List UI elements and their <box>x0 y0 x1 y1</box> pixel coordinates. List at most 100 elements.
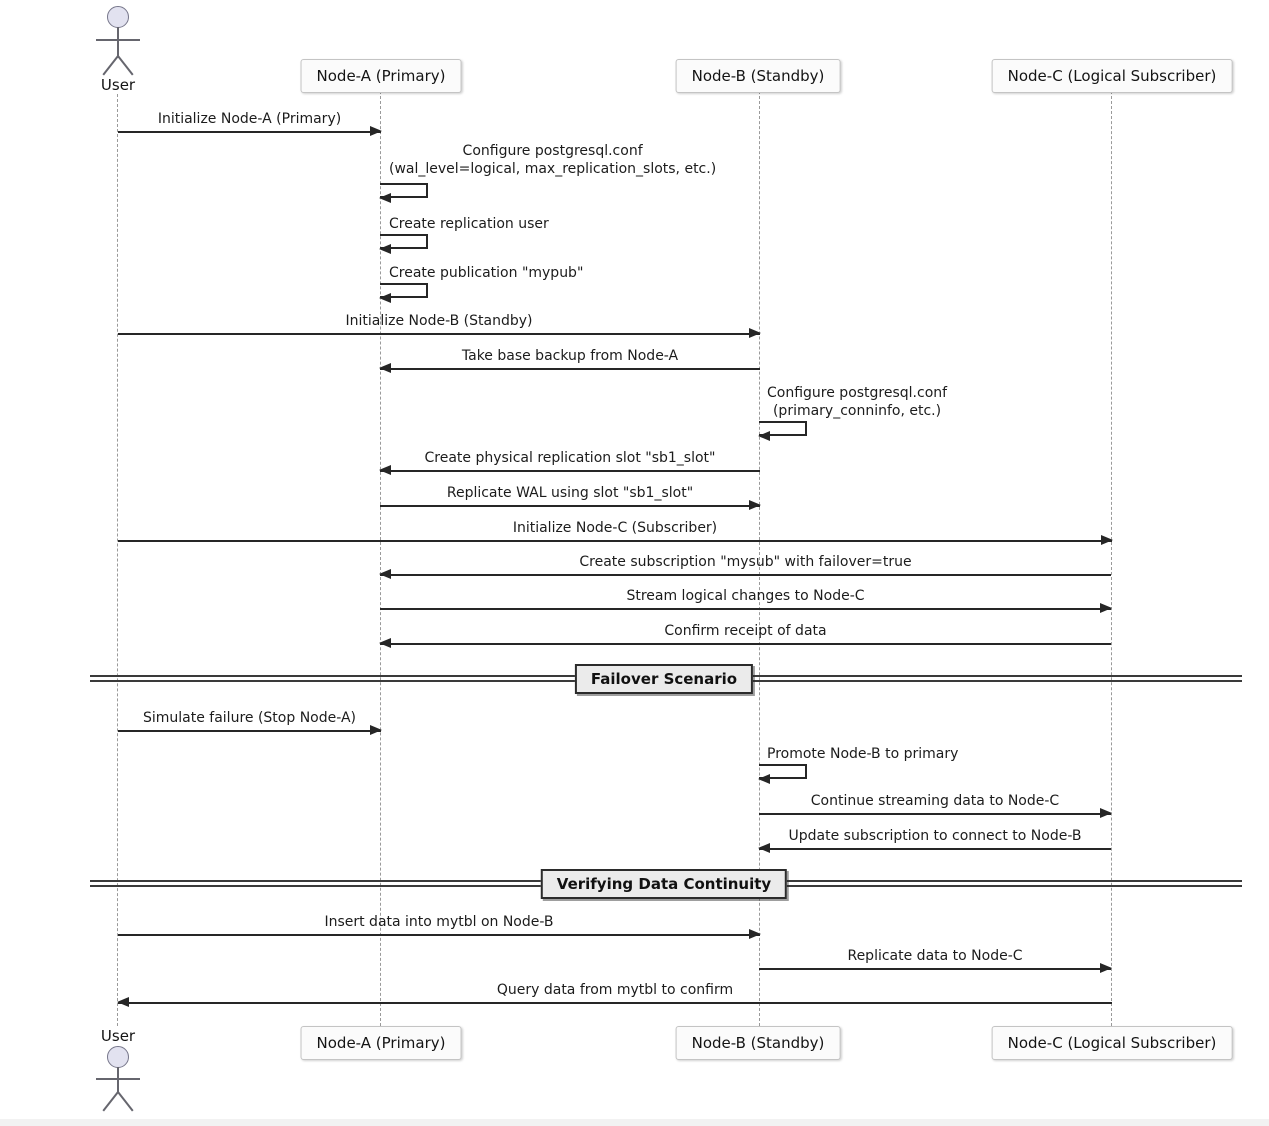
message-create-subscription: Create subscription "mysub" with failove… <box>379 554 1111 579</box>
message-label: Stream logical changes to Node-C <box>626 588 865 604</box>
lifeline-user <box>117 94 118 1026</box>
message-initialize-node-b: Initialize Node-B (Standby) <box>118 313 761 338</box>
message-arrow <box>118 328 761 338</box>
participant-node-a-top: Node-A (Primary) <box>300 59 462 93</box>
message-stream-logical-changes: Stream logical changes to Node-C <box>380 588 1112 613</box>
message-arrow <box>759 963 1112 973</box>
arrowhead-left-icon <box>758 843 770 853</box>
message-label: Continue streaming data to Node-C <box>810 793 1060 809</box>
actor-label-user-bottom: User <box>100 1027 136 1045</box>
arrowhead-left-icon <box>379 193 391 203</box>
arrowhead-right-icon <box>749 929 761 939</box>
participant-node-b-bottom: Node-B (Standby) <box>675 1026 841 1060</box>
message-label: Initialize Node-C (Subscriber) <box>512 520 718 536</box>
divider-failover-scenario: Failover Scenario <box>574 664 754 694</box>
message-label: Create replication user <box>389 216 549 232</box>
arrowhead-right-icon <box>1100 808 1112 818</box>
actor-icon <box>96 39 140 41</box>
message-label: Promote Node-B to primary <box>767 746 959 762</box>
participant-node-c-top: Node-C (Logical Subscriber) <box>991 59 1233 93</box>
message-label: Update subscription to connect to Node-B <box>788 828 1082 844</box>
message-label: Create subscription "mysub" with failove… <box>579 554 912 570</box>
arrowhead-left-icon <box>379 363 391 373</box>
arrowhead-left-icon <box>379 569 391 579</box>
actor-icon <box>102 55 119 76</box>
arrowhead-right-icon <box>370 725 382 735</box>
message-arrow <box>118 126 382 136</box>
message-insert-data: Insert data into mytbl on Node-B <box>118 914 761 939</box>
self-message-arrow <box>379 234 428 254</box>
message-arrow <box>118 929 761 939</box>
actor-icon <box>102 1091 119 1112</box>
participant-node-b-top: Node-B (Standby) <box>675 59 841 93</box>
actor-icon <box>117 1067 119 1093</box>
arrowhead-right-icon <box>370 126 382 136</box>
arrowhead-left-icon <box>758 431 770 441</box>
arrowhead-right-icon <box>749 328 761 338</box>
arrowhead-left-icon <box>379 638 391 648</box>
message-create-physical-slot: Create physical replication slot "sb1_sl… <box>379 450 760 475</box>
message-continue-streaming: Continue streaming data to Node-C <box>759 793 1112 818</box>
message-confirm-receipt: Confirm receipt of data <box>379 623 1111 648</box>
arrowhead-left-icon <box>379 465 391 475</box>
message-take-base-backup: Take base backup from Node-A <box>379 348 760 373</box>
message-replicate-wal: Replicate WAL using slot "sb1_slot" <box>380 485 761 510</box>
message-query-data: Query data from mytbl to confirm <box>117 982 1112 1007</box>
arrowhead-left-icon <box>758 774 770 784</box>
message-label: Create publication "mypub" <box>389 265 584 281</box>
actor-icon <box>107 1046 129 1068</box>
divider-verifying-data-continuity: Verifying Data Continuity <box>540 869 788 899</box>
participant-node-c-bottom: Node-C (Logical Subscriber) <box>991 1026 1233 1060</box>
actor-icon <box>107 6 129 28</box>
lifeline-node-c <box>1111 91 1112 1026</box>
message-arrow <box>118 535 1113 545</box>
self-message-arrow <box>758 421 807 441</box>
arrowhead-right-icon <box>1100 603 1112 613</box>
message-arrow <box>380 500 761 510</box>
actor-label-user-top: User <box>100 76 136 94</box>
lifeline-node-a <box>380 91 381 1026</box>
arrowhead-right-icon <box>749 500 761 510</box>
self-message-arrow <box>379 283 428 303</box>
message-label: Replicate WAL using slot "sb1_slot" <box>446 485 694 501</box>
message-initialize-node-c: Initialize Node-C (Subscriber) <box>118 520 1113 545</box>
arrowhead-left-icon <box>117 997 129 1007</box>
message-label: Simulate failure (Stop Node-A) <box>142 710 357 726</box>
lifeline-node-b <box>759 91 760 1026</box>
message-arrow <box>117 997 1112 1007</box>
message-label: Configure postgresql.conf (wal_level=log… <box>389 143 717 177</box>
message-label: Take base backup from Node-A <box>461 348 679 364</box>
message-initialize-node-a: Initialize Node-A (Primary) <box>118 111 382 136</box>
message-update-subscription: Update subscription to connect to Node-B <box>758 828 1111 853</box>
message-label: Configure postgresql.conf (primary_conni… <box>767 385 948 419</box>
participant-node-a-bottom: Node-A (Primary) <box>300 1026 462 1060</box>
message-simulate-failure: Simulate failure (Stop Node-A) <box>118 710 382 735</box>
message-replicate-data: Replicate data to Node-C <box>759 948 1112 973</box>
page-bottom-edge <box>0 1119 1269 1126</box>
actor-icon <box>96 1078 140 1080</box>
message-label: Initialize Node-A (Primary) <box>157 111 342 127</box>
message-arrow <box>379 569 1111 579</box>
self-message-arrow <box>379 183 428 203</box>
message-label: Confirm receipt of data <box>664 623 827 639</box>
message-arrow <box>758 843 1111 853</box>
actor-icon <box>117 55 134 76</box>
message-arrow <box>759 808 1112 818</box>
message-label: Replicate data to Node-C <box>847 948 1023 964</box>
self-message-arrow <box>758 764 807 784</box>
arrowhead-left-icon <box>379 244 391 254</box>
message-arrow <box>118 725 382 735</box>
message-label: Query data from mytbl to confirm <box>496 982 734 998</box>
message-label: Initialize Node-B (Standby) <box>345 313 533 329</box>
arrowhead-right-icon <box>1101 535 1113 545</box>
message-arrow <box>379 638 1111 648</box>
message-label: Insert data into mytbl on Node-B <box>324 914 554 930</box>
message-label: Create physical replication slot "sb1_sl… <box>424 450 716 466</box>
actor-icon <box>117 27 119 58</box>
actor-icon <box>117 1091 134 1112</box>
message-arrow <box>380 603 1112 613</box>
arrowhead-left-icon <box>379 293 391 303</box>
message-arrow <box>379 363 760 373</box>
message-arrow <box>379 465 760 475</box>
